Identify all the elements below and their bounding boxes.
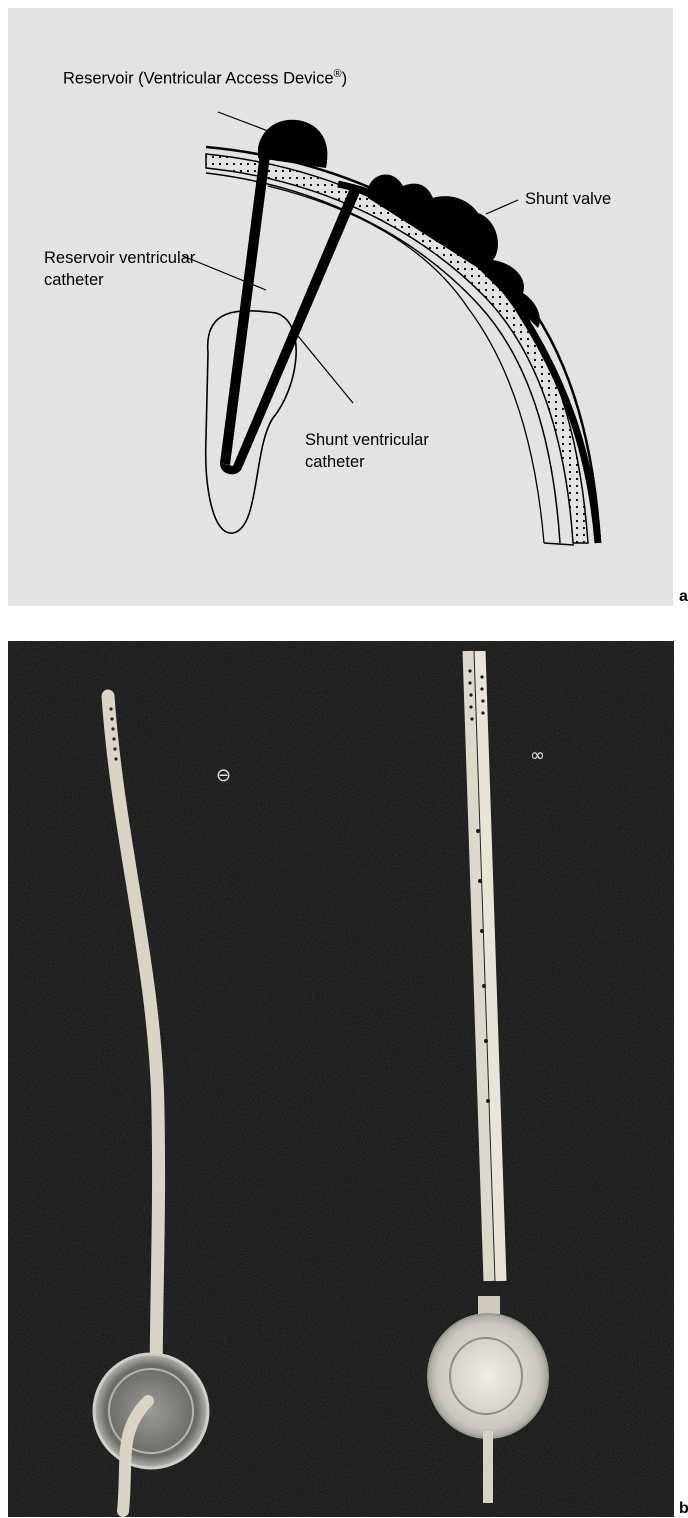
panel-letter-b: b	[679, 1500, 688, 1518]
double-lumen-symbol: ∞	[530, 745, 545, 766]
label-reservoir: Reservoir (Ventricular Access Device®)	[63, 64, 347, 89]
photo-panel: ⊖ ∞	[8, 641, 674, 1517]
left-reservoir	[94, 1354, 208, 1468]
single-lumen-symbol: ⊖	[216, 765, 231, 786]
label-shunt-valve: Shunt valve	[525, 189, 611, 209]
label-reservoir-catheter-line2: catheter	[44, 270, 104, 290]
right-connector	[478, 1296, 500, 1314]
leader-shunt-valve	[486, 200, 518, 214]
skull-catheter-diagram	[8, 8, 673, 606]
label-reservoir-catheter-line1: Reservoir ventricular	[44, 248, 195, 268]
label-shunt-catheter-line1: Shunt ventricular	[305, 430, 429, 450]
leader-shunt-catheter	[298, 336, 353, 403]
catheter-photo: ⊖ ∞	[8, 641, 674, 1517]
right-reservoir	[428, 1314, 548, 1438]
diagram-panel: Reservoir (Ventricular Access Device®) S…	[8, 8, 673, 606]
label-shunt-catheter-line2: catheter	[305, 452, 365, 472]
panel-letter-a: a	[679, 588, 688, 606]
dura-inner-line	[268, 186, 544, 543]
ventricle-outline	[206, 311, 296, 533]
leader-reservoir	[218, 112, 276, 134]
